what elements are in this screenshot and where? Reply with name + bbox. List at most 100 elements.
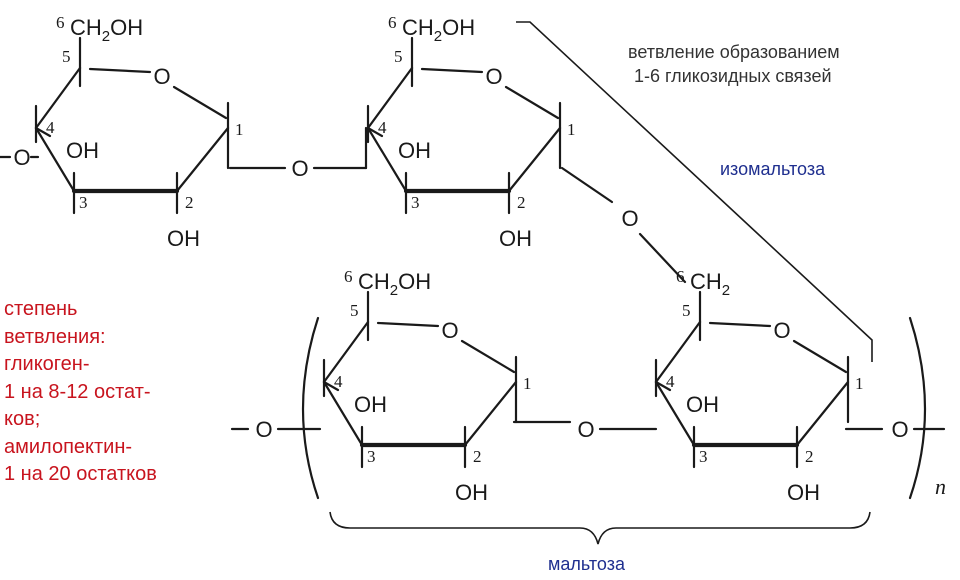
ring-bond: [463, 380, 518, 447]
oh-tail: OH: [398, 269, 431, 294]
atom-number-5: 5: [682, 301, 691, 320]
atom-number-2: 2: [517, 193, 526, 212]
glycosidic-oxygen: O: [291, 156, 308, 181]
atom-number-5: 5: [394, 47, 403, 66]
ring-oxygen: O: [153, 64, 170, 89]
atom-number-4: 4: [378, 118, 387, 137]
atom-number-3: 3: [699, 447, 708, 466]
atom-number-1: 1: [235, 120, 244, 139]
subscript-2: 2: [434, 28, 442, 45]
atom-number-1: 1: [567, 120, 576, 139]
ring-bond: [366, 126, 408, 193]
ring-bond: [460, 339, 516, 374]
ring-oxygen: O: [773, 318, 790, 343]
c4-oh-bond: [654, 380, 672, 392]
ring-oxygen: O: [441, 318, 458, 343]
isomaltose-bracket: [516, 21, 873, 362]
terminal-oxygen: O: [13, 145, 30, 170]
ring-bond: [34, 126, 76, 193]
atom-number-6: 6: [344, 267, 353, 286]
atom-number-6: 6: [56, 13, 65, 32]
c2-hydroxyl: OH: [167, 226, 200, 251]
atom-number-2: 2: [805, 447, 814, 466]
atom-number-5: 5: [350, 301, 359, 320]
ring-bond: [172, 85, 228, 120]
branching-line: ков;: [4, 408, 41, 430]
c2-hydroxyl: OH: [499, 226, 532, 251]
oh-tail: OH: [442, 15, 475, 40]
ring-bond: [504, 85, 560, 120]
ring-bond: [654, 320, 702, 384]
atom-number-3: 3: [79, 193, 88, 212]
branching-line: амилопектин-: [4, 435, 133, 458]
c4-oh-bond: [34, 126, 52, 138]
branching-note-line2: 1-6 гликозидных связей: [634, 66, 832, 86]
atom-number-3: 3: [411, 193, 420, 212]
c4-oh-bond: [366, 126, 384, 138]
c4-hydroxyl: OH: [354, 392, 387, 417]
atom-number-4: 4: [334, 372, 343, 391]
c4-hydroxyl: OH: [398, 138, 431, 163]
subscript-2: 2: [390, 282, 398, 299]
ch2-group: CH2: [690, 269, 730, 299]
isomaltose-label: изомальтоза: [720, 159, 826, 179]
terminal-oxygen: O: [255, 417, 272, 442]
c2-hydroxyl: OH: [455, 480, 488, 505]
branching-line: гликоген-: [4, 353, 90, 375]
atom-number-1: 1: [855, 374, 864, 393]
atom-number-2: 2: [185, 193, 194, 212]
ring-bond: [507, 126, 562, 193]
maltose-label: мальтоза: [548, 554, 626, 574]
branching-note-line1: ветвление образованием: [628, 42, 840, 62]
branching-degree-text: степень ветвления: гликоген- 1 на 8-12 о…: [4, 296, 157, 489]
right-parenthesis: [908, 316, 927, 500]
c4-hydroxyl: OH: [66, 138, 99, 163]
branching-line: ветвления:: [4, 325, 106, 348]
ring-oxygen: O: [485, 64, 502, 89]
branch-bond: [560, 166, 614, 204]
atom-number-3: 3: [367, 447, 376, 466]
ring-bond: [88, 67, 152, 74]
maltose-brace: [329, 511, 871, 545]
ring-bond: [322, 320, 370, 384]
ring-bond: [376, 321, 440, 328]
c4-oh-bond: [322, 380, 340, 392]
linkages: O O O O O O: [0, 21, 946, 545]
branching-line: 1 на 20 остатков: [4, 463, 157, 485]
left-parenthesis: [301, 316, 320, 500]
ring-bond: [654, 380, 696, 447]
atom-number-5: 5: [62, 47, 71, 66]
oh-tail: OH: [110, 15, 143, 40]
terminal-oxygen: O: [891, 417, 908, 442]
ring-bond: [175, 126, 230, 193]
ring-bond: [322, 380, 364, 447]
atom-number-2: 2: [473, 447, 482, 466]
atom-number-1: 1: [523, 374, 532, 393]
ring-bond: [708, 321, 772, 328]
repeat-index-n: n: [935, 474, 946, 499]
subscript-2: 2: [102, 28, 110, 45]
ring-bond: [34, 66, 82, 130]
ring-bond: [795, 380, 850, 447]
subscript-2: 2: [722, 282, 730, 299]
branching-line: степень: [4, 298, 78, 320]
c4-hydroxyl: OH: [686, 392, 719, 417]
glycosidic-oxygen: O: [577, 417, 594, 442]
ring-bond: [420, 67, 484, 74]
branch-bond: [638, 232, 687, 284]
atom-number-4: 4: [666, 372, 675, 391]
atom-number-4: 4: [46, 118, 55, 137]
atom-number-6: 6: [388, 13, 397, 32]
ring-bond: [792, 339, 848, 374]
c2-hydroxyl: OH: [787, 480, 820, 505]
branch-oxygen: O: [621, 206, 638, 231]
branching-line: 1 на 8-12 остат-: [4, 380, 151, 403]
ring-bond: [366, 66, 414, 130]
